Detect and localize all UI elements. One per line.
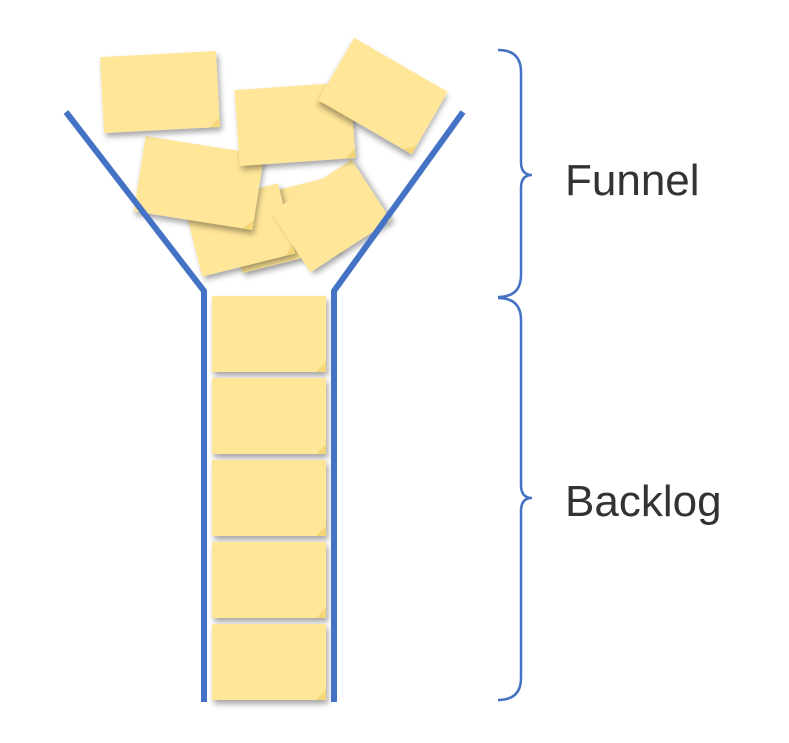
backlog-note: [212, 296, 326, 372]
funnel-note: [133, 136, 265, 230]
backlog-note: [212, 542, 326, 618]
funnel-right-wall: [331, 110, 466, 702]
funnel-outline: [63, 110, 466, 702]
funnel-left-wall: [63, 110, 207, 702]
backlog-label: Backlog: [565, 477, 722, 526]
backlog-note: [212, 378, 326, 454]
backlog-notes: [212, 296, 326, 700]
backlog-brace: [497, 296, 533, 702]
funnel-note: [100, 51, 220, 133]
funnel-brace: [497, 48, 533, 299]
backlog-note: [212, 460, 326, 536]
funnel-note: [318, 37, 448, 155]
funnel-label: Funnel: [565, 156, 700, 205]
funnel-notes: [100, 37, 448, 277]
backlog-note: [212, 624, 326, 700]
